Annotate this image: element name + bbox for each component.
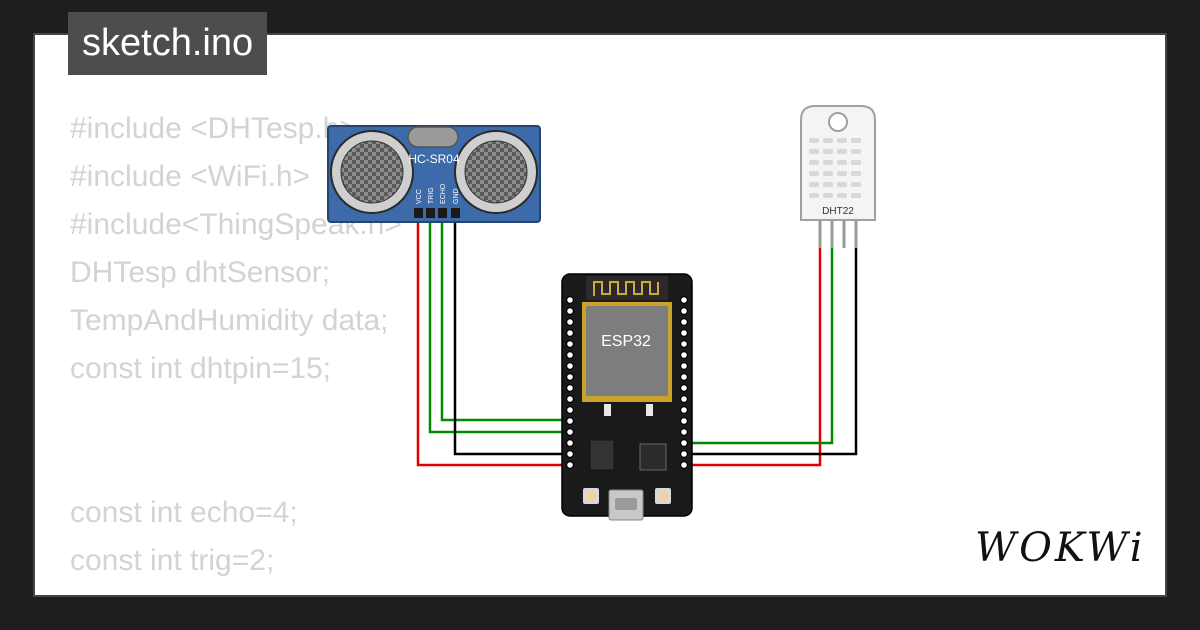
ultrasonic-label: HC-SR04 — [408, 152, 460, 166]
pin-label-echo: ECHO — [440, 183, 447, 204]
wire-dht-data — [684, 248, 834, 445]
pin-label-gnd: GND — [453, 188, 460, 204]
smd-part — [646, 404, 653, 416]
ultrasonic-header-pins — [414, 208, 460, 218]
pin-label-trig: TRIG — [428, 187, 435, 204]
ultrasonic-sensor[interactable]: HC-SR04 VCC TRIG ECHO GND — [327, 125, 541, 223]
smd-part — [604, 404, 611, 416]
vent-grid — [809, 138, 861, 198]
boot-button[interactable] — [583, 488, 599, 504]
reset-button[interactable] — [655, 488, 671, 504]
code-preview: #include <DHTesp.h> #include <WiFi.h> #i… — [70, 105, 402, 595]
voltage-regulator — [589, 439, 615, 471]
dht22-label: DHT22 — [822, 206, 854, 217]
code-line: const int dhtpin=15; — [70, 352, 332, 385]
right-pin-header — [679, 296, 688, 470]
mounting-hole — [828, 112, 848, 132]
usb-uart-chip — [639, 443, 667, 471]
code-line: TempAndHumidity data; — [70, 304, 389, 337]
esp32-board[interactable]: ESP32 — [561, 273, 693, 521]
crystal-oscillator — [407, 126, 459, 148]
transmitter-transducer — [330, 130, 414, 214]
pin-label-vcc: VCC — [416, 189, 423, 204]
code-line: float dist; — [70, 585, 402, 595]
wokwi-logo: WOKWi — [975, 525, 1146, 571]
receiver-transducer — [454, 130, 538, 214]
code-line: DHTesp dhtSensor; — [70, 256, 331, 289]
esp32-label: ESP32 — [601, 333, 651, 350]
code-line: const int trig=2; — [70, 544, 275, 577]
code-line: const int echo=4; — [70, 496, 298, 529]
antenna-trace — [593, 281, 659, 296]
module-shield — [586, 306, 668, 396]
dht22-sensor[interactable]: DHT22 — [800, 105, 876, 248]
code-line: #include <WiFi.h> — [70, 160, 311, 193]
file-title-badge: sketch.ino — [68, 12, 268, 75]
left-pin-header — [565, 296, 574, 470]
dht22-leads — [818, 220, 858, 248]
